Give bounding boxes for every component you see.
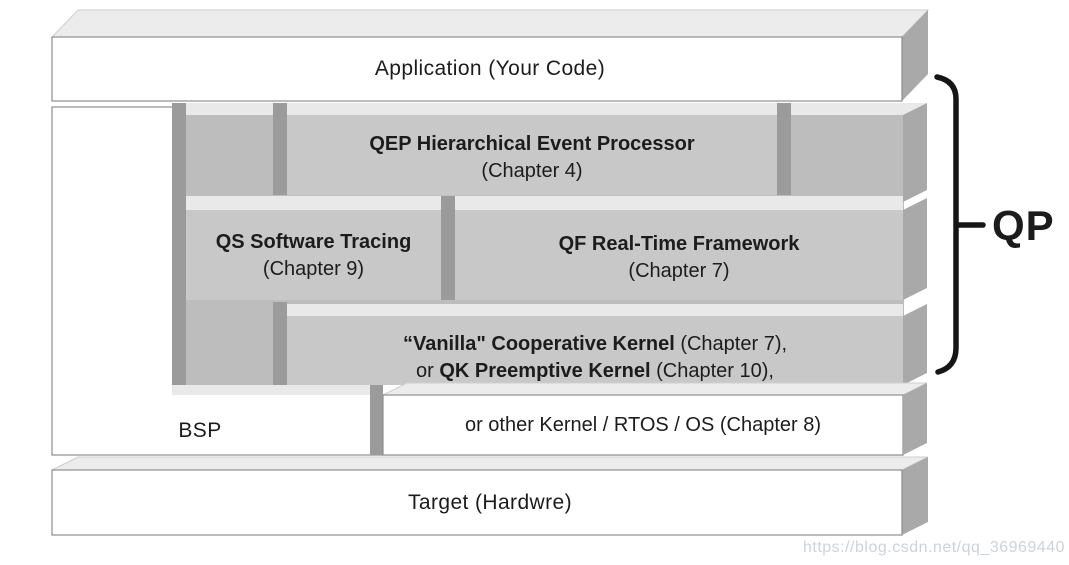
qp-container-right-face <box>903 103 927 202</box>
kernel-line2-bold: QK Preemptive Kernel <box>439 360 651 382</box>
application-label: Application (Your Code) <box>374 57 606 80</box>
qf-label: QF Real-Time Framework (Chapter 7) <box>455 231 903 285</box>
kernel-line2: or QK Preemptive Kernel (Chapter 10), <box>287 358 903 385</box>
qep-title: QEP Hierarchical Event Processor <box>369 133 695 155</box>
application-right-face <box>902 10 928 101</box>
target-top-face <box>51 456 929 471</box>
qep-right-shadow <box>777 103 791 195</box>
kernel-front-face <box>287 316 903 385</box>
target-right-face <box>902 457 928 535</box>
bsp-bottom-top-face <box>172 385 370 395</box>
qep-chapter: (Chapter 4) <box>481 160 583 182</box>
target-slab <box>51 456 929 536</box>
kernel-line1-rest: (Chapter 7), <box>674 333 788 355</box>
watermark: https://blog.csdn.net/qq_36969440 <box>802 539 1065 556</box>
kernel-top-face <box>287 304 903 316</box>
kernel-label: “Vanilla" Cooperative Kernel (Chapter 7)… <box>287 331 903 385</box>
qf-front-face <box>455 210 903 300</box>
application-top-face <box>50 9 930 38</box>
qs-label: QS Software Tracing (Chapter 9) <box>186 229 441 283</box>
application-front-face <box>51 36 903 102</box>
qs-chapter: (Chapter 9) <box>262 258 365 280</box>
other-kernel-front-face <box>382 394 904 456</box>
target-label: Target (Hardwre) <box>408 491 572 514</box>
kernel-slab <box>273 302 927 385</box>
application-slab <box>50 9 930 102</box>
other-kernel-right-face <box>903 383 927 455</box>
qs-qf-row <box>186 196 927 300</box>
kernel-right-face <box>903 304 927 385</box>
kernel-line1: “Vanilla" Cooperative Kernel (Chapter 7)… <box>287 331 903 358</box>
kernel-line2-rest: (Chapter 10), <box>650 360 774 382</box>
qp-container-left-shadow <box>172 103 186 385</box>
qep-front-face <box>287 115 777 195</box>
qf-right-face <box>903 198 927 300</box>
kernel-line1-bold: “Vanilla" Cooperative Kernel <box>402 333 675 355</box>
qp-brace <box>934 74 986 375</box>
other-kernel-label: or other Kernel / RTOS / OS (Chapter 8) <box>464 414 822 436</box>
qep-label: QEP Hierarchical Event Processor (Chapte… <box>287 131 777 185</box>
qf-chapter: (Chapter 7) <box>628 260 730 282</box>
qep-slab <box>273 103 791 195</box>
kernel-left-shadow <box>273 302 287 385</box>
qp-brace-label: QP <box>992 202 1055 249</box>
qep-left-shadow <box>273 103 287 195</box>
target-front-face <box>51 469 903 536</box>
qs-front-face <box>186 210 441 300</box>
qs-qf-gap-shadow <box>441 196 455 300</box>
other-kernel-left-shadow <box>370 385 383 455</box>
bottom-row <box>172 382 928 456</box>
qs-qf-top-face <box>186 196 903 210</box>
qp-container-top-face <box>186 103 927 115</box>
qs-title: QS Software Tracing <box>215 231 412 253</box>
qf-title: QF Real-Time Framework <box>558 233 800 255</box>
kernel-line2-pre: or <box>416 360 440 382</box>
bsp-label: BSP <box>178 419 222 442</box>
